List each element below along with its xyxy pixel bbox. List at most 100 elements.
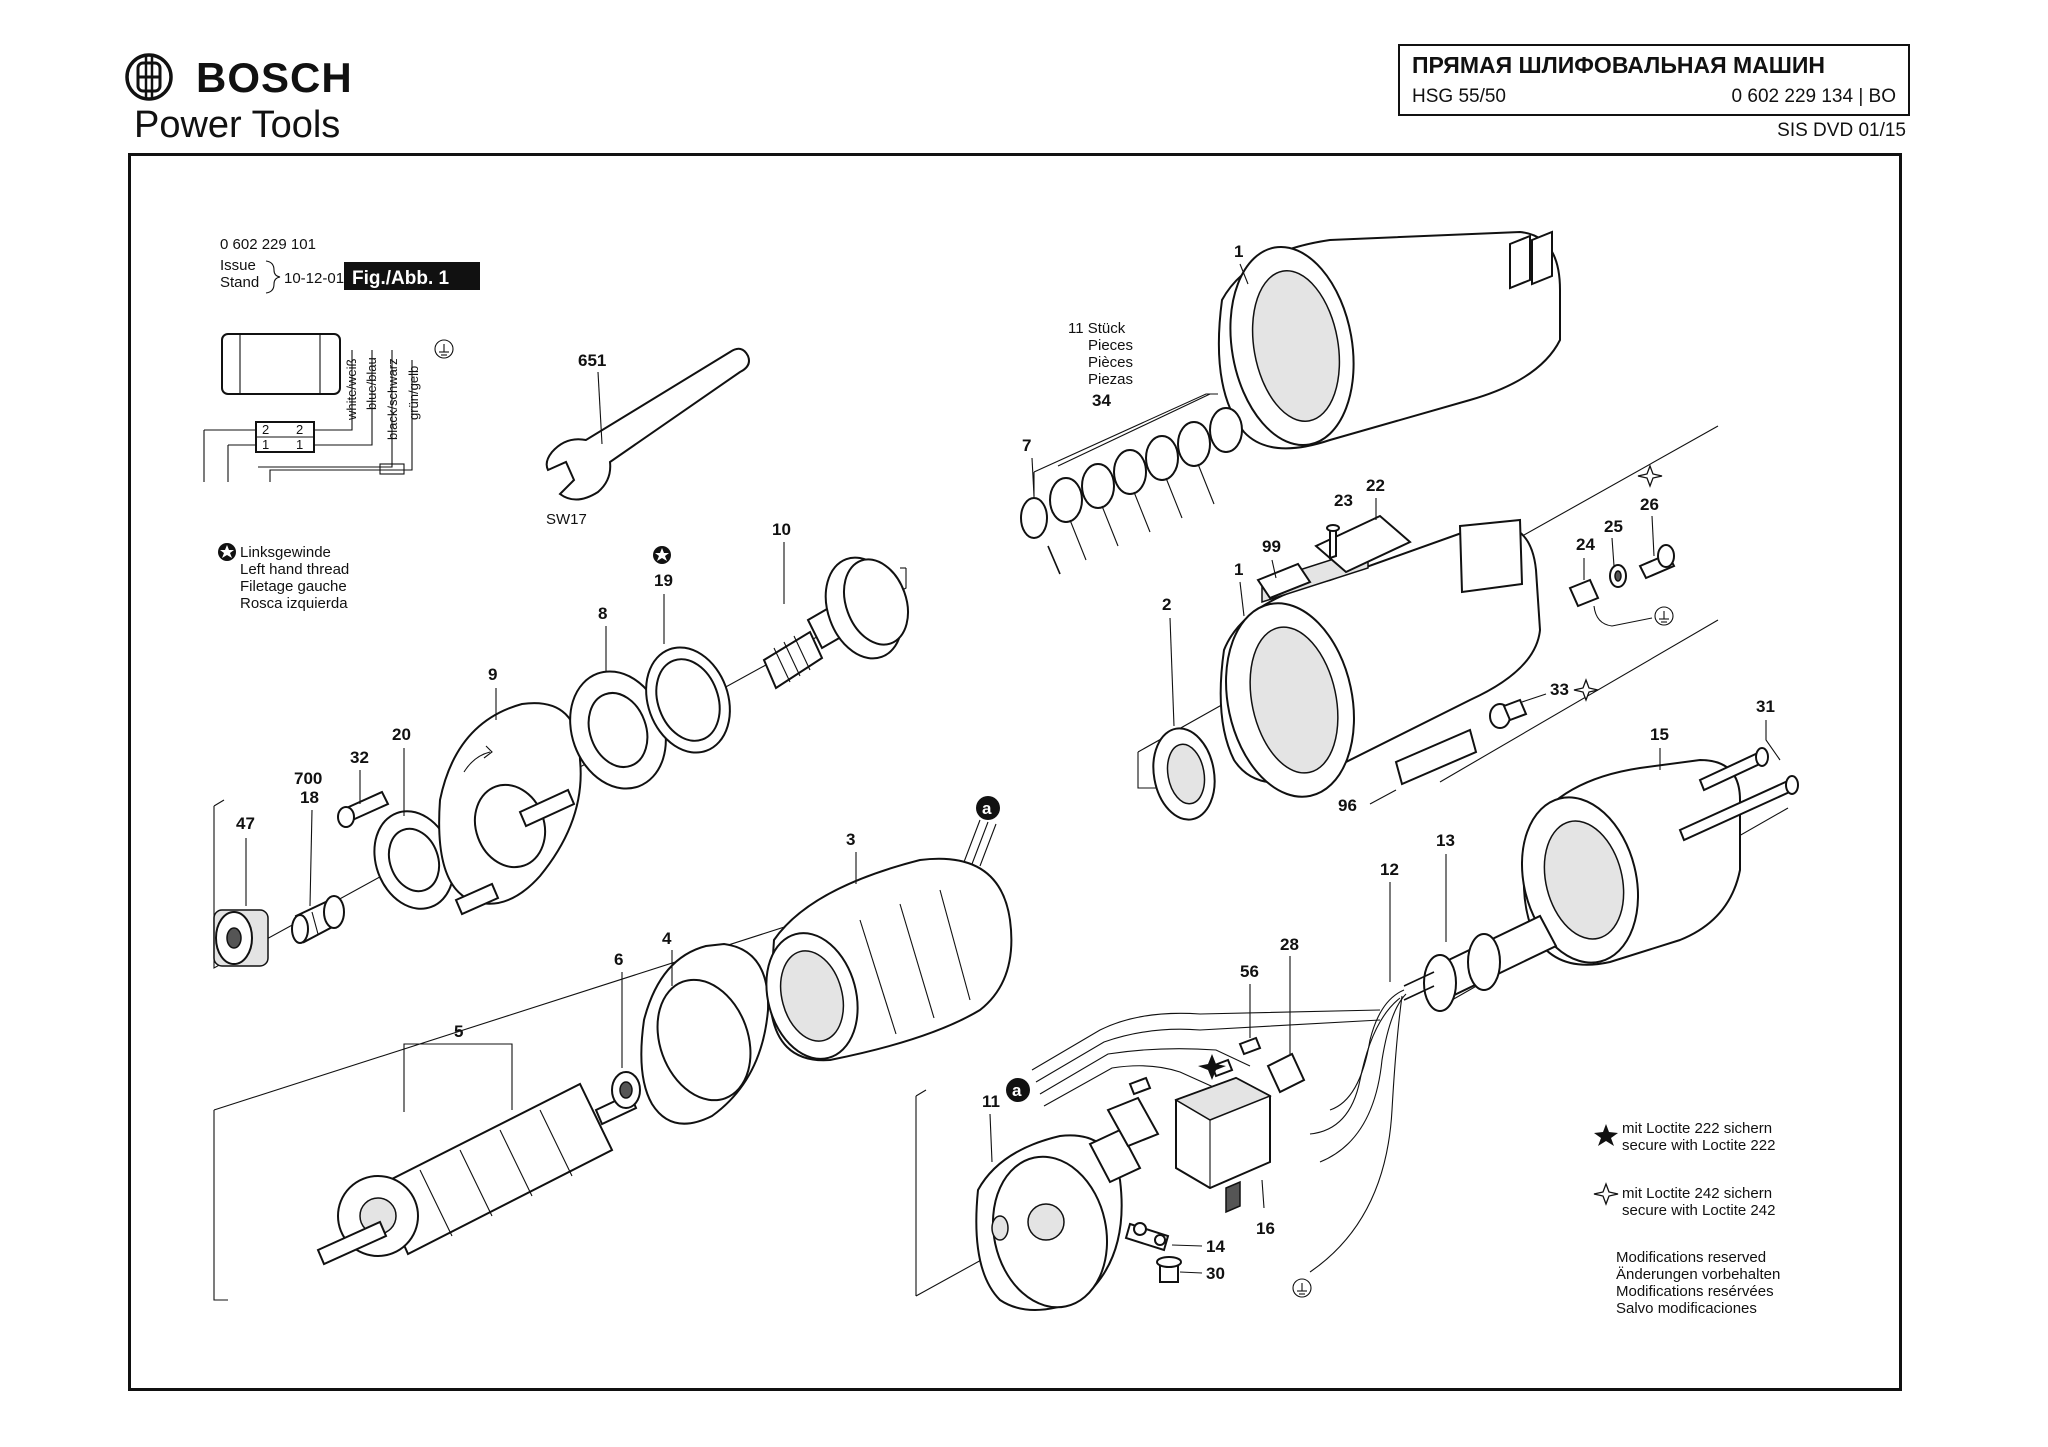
wiring-diagram: 2 2 1 1 white/weiß blue/blau black/schwa…: [203, 333, 454, 482]
part-2-spacer: 2: [1152, 595, 1216, 821]
part-label: 5: [454, 1022, 463, 1041]
part-1-housing-bottom: 1: [1219, 518, 1542, 798]
part-label: 13: [1436, 831, 1455, 850]
wrench-size: SW17: [546, 511, 587, 528]
terminal-label: 2: [262, 422, 269, 437]
part-14-30: 14 30: [1124, 1222, 1312, 1298]
part-label: 56: [1240, 962, 1259, 981]
terminal-label: 2: [296, 422, 303, 437]
sis-reference: SIS DVD 01/15: [1777, 120, 1906, 141]
stand-label: Stand: [220, 274, 259, 291]
wire-label: white/weiß: [344, 359, 359, 421]
part-label: 19: [654, 571, 673, 590]
part-label: 10: [772, 520, 791, 539]
part-22-23-99: 22 23 99: [1256, 476, 1412, 600]
part-4-sleeve: 4: [640, 929, 770, 1125]
part-31-screws: 31: [1678, 697, 1799, 842]
part-label: 99: [1262, 537, 1281, 556]
part-12-cable: 12: [1309, 860, 1435, 1273]
loctite-242-line: mit Loctite 242 sichern: [1622, 1185, 1772, 1202]
left-hand-thread-legend: Linksgewinde Left hand thread Filetage g…: [218, 543, 349, 612]
wire-label: black/schwarz: [385, 358, 400, 440]
loctite-222-line: secure with Loctite 222: [1622, 1137, 1775, 1154]
part-label: 3: [846, 830, 855, 849]
part-label: 23: [1334, 491, 1353, 510]
part-label: 16: [1256, 1219, 1275, 1238]
part-16-switch: 16: [1174, 1054, 1275, 1238]
part-label: 15: [1650, 725, 1669, 744]
loctite-242-icon: [1573, 678, 1599, 702]
part-47-collet-nut: 47: [213, 814, 269, 967]
part-label: 24: [1576, 535, 1595, 554]
modifications-note: Modifications reserved Änderungen vorbeh…: [1616, 1249, 1780, 1317]
modifications-line: Modifications reserved: [1616, 1249, 1766, 1266]
part-label: 25: [1604, 517, 1623, 536]
pieces-note: Pieces: [1088, 337, 1133, 354]
part-24-clip: [1568, 578, 1600, 608]
part-label: 1: [1234, 560, 1243, 579]
legend-line: Filetage gauche: [240, 578, 347, 595]
part-6-small-bearing: 6: [611, 950, 641, 1109]
pieces-note: 11 Stück: [1068, 320, 1126, 337]
part-label: 12: [1380, 860, 1399, 879]
part-5-armature: 5: [316, 1022, 638, 1266]
legend-line: Left hand thread: [240, 561, 349, 578]
parts-24-25-26: 24 25 26: [1568, 464, 1676, 627]
part-9-housing-cap: 9: [438, 665, 582, 916]
loctite-242-icon: [1637, 464, 1663, 488]
part-label: 26: [1640, 495, 1659, 514]
part-label: 4: [662, 929, 672, 948]
loctite-222-line: mit Loctite 222 sichern: [1622, 1120, 1772, 1137]
modifications-line: Salvo modificaciones: [1616, 1300, 1757, 1317]
wire-label: grün/gelb: [406, 366, 421, 420]
part-22-plate: [1314, 514, 1412, 574]
part-label: 20: [392, 725, 411, 744]
wire-bundle: a: [1006, 1009, 1381, 1107]
part-label: 30: [1206, 1264, 1225, 1283]
pieces-note: Pièces: [1088, 354, 1133, 371]
part-label: 96: [1338, 796, 1357, 815]
part-label: 1: [1234, 242, 1243, 261]
part-label: 11: [982, 1092, 1000, 1111]
legend-line: Rosca izquierda: [240, 595, 348, 612]
part-3-field: 3 a: [765, 796, 1013, 1062]
part-number: 0 602 229 134 | BO: [1731, 86, 1896, 107]
callout-a: a: [1012, 1081, 1022, 1100]
loctite-legend: mit Loctite 222 sichern secure with Loct…: [1593, 1120, 1775, 1219]
part-33-screw: 33: [1489, 678, 1599, 729]
terminal-label: 1: [262, 437, 269, 452]
part-56-28: 56 28: [1240, 935, 1306, 1094]
ground-icon: [1654, 606, 1674, 626]
fig-label-box: [344, 262, 480, 290]
part-15-rear-cover: 15: [1520, 725, 1741, 966]
part-32-screw: 32: [337, 748, 390, 828]
terminal-label: 1: [296, 437, 303, 452]
part-28-connector: [1266, 1052, 1306, 1094]
figure-number: 0 602 229 101: [220, 236, 316, 253]
drawing-frame: [128, 153, 1902, 1391]
issue-label: Issue: [220, 257, 256, 274]
part-1-housing-top: 1: [1217, 230, 1561, 450]
part-label: 9: [488, 665, 497, 684]
part-label: 32: [350, 748, 369, 767]
modifications-line: Änderungen vorbehalten: [1616, 1266, 1780, 1283]
wire-label: blue/blau: [364, 357, 379, 410]
part-label: 22: [1366, 476, 1385, 495]
part-label: 31: [1756, 697, 1775, 716]
part-label: 34: [1092, 391, 1111, 410]
issue-date: 10-12-01: [284, 270, 344, 287]
part-13-strain-relief: 13: [1423, 831, 1558, 1012]
part-label: 18: [300, 788, 319, 807]
document-title: ПРЯМАЯ ШЛИФОВАЛЬНАЯ МАШИН: [1412, 52, 1826, 78]
part-19-threaded-ring: 19: [645, 546, 731, 754]
part-label: 7: [1022, 436, 1031, 455]
part-label: 700: [294, 769, 322, 788]
fig-label: Fig./Abb. 1: [352, 268, 450, 289]
brand-name: BOSCH: [196, 54, 353, 101]
part-99-label: [1256, 562, 1312, 600]
part-8-bearing: 8: [569, 604, 667, 790]
part-label: 2: [1162, 595, 1171, 614]
title-block: ПРЯМАЯ ШЛИФОВАЛЬНАЯ МАШИН HSG 55/50 0 60…: [1398, 44, 1910, 116]
part-10-spindle: 10: [762, 520, 909, 690]
wrench-651: 651 SW17: [545, 347, 750, 528]
